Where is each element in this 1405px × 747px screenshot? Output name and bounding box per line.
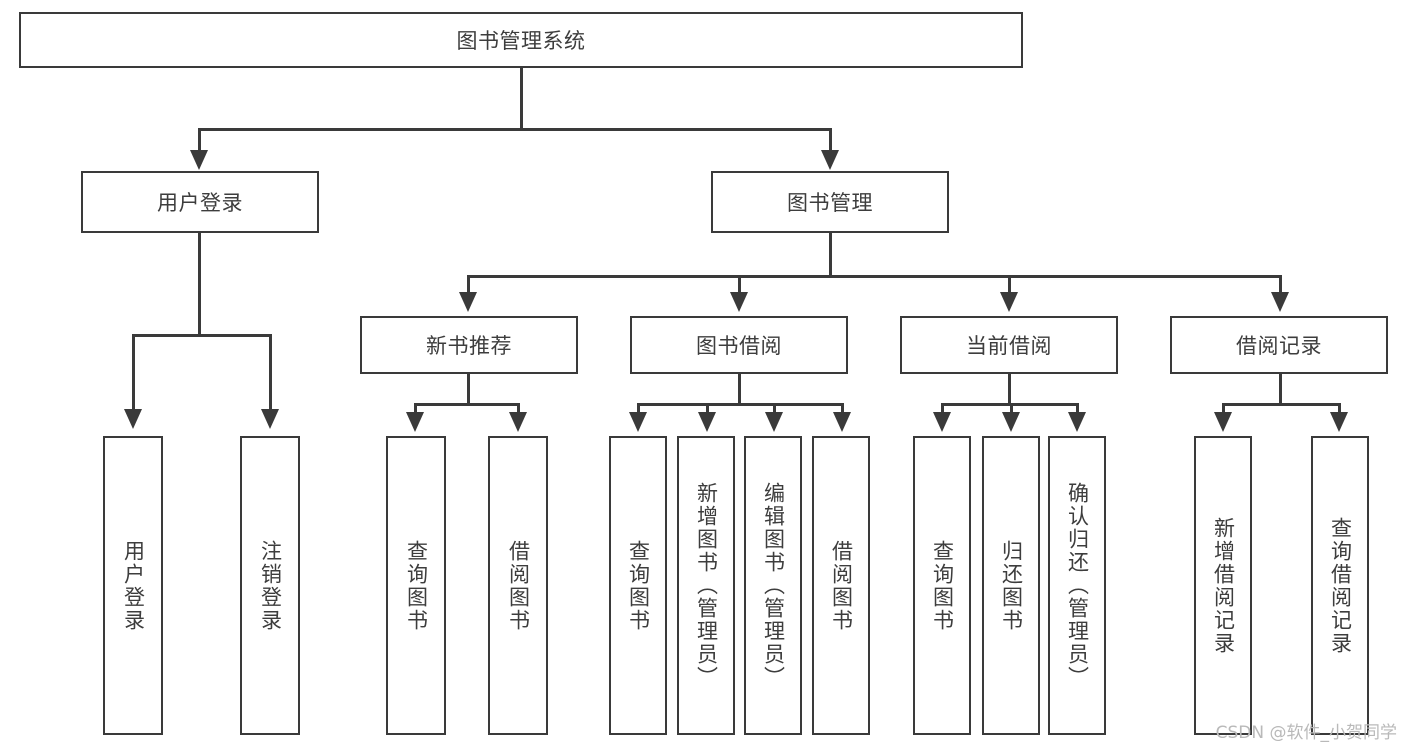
edge-root-bar bbox=[198, 128, 832, 131]
edge-bookmgmt-drop-2 bbox=[738, 275, 741, 296]
arrow-root-to-bookmgmt bbox=[821, 150, 839, 170]
node-label: 编辑图书（管理员） bbox=[761, 482, 786, 689]
arrow-borrowrecord-to-leaf-1 bbox=[1214, 412, 1232, 432]
node-leaf-logout[interactable]: 注销登录 bbox=[240, 436, 300, 735]
edge-bookborrow-bar bbox=[637, 403, 844, 406]
node-leaf-add-book[interactable]: 新增图书（管理员） bbox=[677, 436, 735, 735]
arrow-currentborrow-to-leaf-1 bbox=[933, 412, 951, 432]
edge-currentborrow-stem bbox=[1008, 374, 1011, 406]
arrow-root-to-userlogin bbox=[190, 150, 208, 170]
node-leaf-query-book-1[interactable]: 查询图书 bbox=[386, 436, 446, 735]
edge-bookborrow-drop-2 bbox=[706, 403, 709, 416]
node-leaf-query-book-3[interactable]: 查询图书 bbox=[913, 436, 971, 735]
node-leaf-return-book[interactable]: 归还图书 bbox=[982, 436, 1040, 735]
edge-borrowrecord-drop-1 bbox=[1222, 403, 1225, 416]
edge-borrowrecord-bar bbox=[1222, 403, 1340, 406]
node-label: 图书管理系统 bbox=[456, 29, 586, 53]
node-leaf-add-record[interactable]: 新增借阅记录 bbox=[1194, 436, 1252, 735]
node-label: 用户登录 bbox=[121, 539, 146, 632]
edge-root-to-bookmgmt bbox=[829, 128, 832, 153]
node-root-system[interactable]: 图书管理系统 bbox=[19, 12, 1023, 68]
node-leaf-confirm-return[interactable]: 确认归还（管理员） bbox=[1048, 436, 1106, 735]
edge-currentborrow-drop-1 bbox=[941, 403, 944, 416]
node-label: 查询借阅记录 bbox=[1328, 516, 1353, 655]
edge-newbook-stem bbox=[467, 374, 470, 406]
arrow-bookborrow-to-leaf-3 bbox=[765, 412, 783, 432]
edge-userlogin-drop-2 bbox=[269, 334, 272, 412]
node-label: 查询图书 bbox=[404, 539, 429, 632]
node-label: 新增图书（管理员） bbox=[694, 482, 719, 689]
arrow-bookborrow-to-leaf-4 bbox=[833, 412, 851, 432]
node-label: 查询图书 bbox=[626, 539, 651, 632]
arrow-bookmgmt-to-bookborrow bbox=[730, 292, 748, 312]
node-user-login[interactable]: 用户登录 bbox=[81, 171, 319, 233]
edge-bookborrow-drop-3 bbox=[773, 403, 776, 416]
edge-newbook-drop-1 bbox=[414, 403, 417, 416]
arrow-bookmgmt-to-borrowrecord bbox=[1271, 292, 1289, 312]
node-label: 图书管理 bbox=[787, 191, 873, 215]
node-label: 借阅记录 bbox=[1236, 334, 1322, 358]
node-leaf-query-book-2[interactable]: 查询图书 bbox=[609, 436, 667, 735]
edge-bookborrow-drop-4 bbox=[841, 403, 844, 416]
node-label: 归还图书 bbox=[999, 539, 1024, 632]
node-label: 当前借阅 bbox=[966, 334, 1052, 358]
edge-bookborrow-stem bbox=[738, 374, 741, 406]
node-label: 注销登录 bbox=[258, 539, 283, 632]
edge-newbook-bar bbox=[414, 403, 520, 406]
edge-currentborrow-drop-2 bbox=[1010, 403, 1013, 416]
node-current-borrow[interactable]: 当前借阅 bbox=[900, 316, 1118, 374]
edge-userlogin-bar bbox=[132, 334, 272, 337]
edge-userlogin-stem bbox=[198, 233, 201, 337]
node-book-borrow[interactable]: 图书借阅 bbox=[630, 316, 848, 374]
edge-newbook-drop-2 bbox=[517, 403, 520, 416]
node-label: 借阅图书 bbox=[829, 539, 854, 632]
edge-borrowrecord-drop-2 bbox=[1338, 403, 1341, 416]
arrow-currentborrow-to-leaf-3 bbox=[1068, 412, 1086, 432]
edge-bookmgmt-stem bbox=[829, 233, 832, 278]
node-label: 确认归还（管理员） bbox=[1065, 482, 1090, 689]
csdn-watermark: CSDN @软件_小贺同学 bbox=[1215, 723, 1397, 743]
node-book-management[interactable]: 图书管理 bbox=[711, 171, 949, 233]
node-label: 查询图书 bbox=[930, 539, 955, 632]
node-label: 新增借阅记录 bbox=[1211, 516, 1236, 655]
edge-bookmgmt-drop-1 bbox=[467, 275, 470, 296]
node-new-book-recommend[interactable]: 新书推荐 bbox=[360, 316, 578, 374]
edge-root-stem bbox=[520, 68, 523, 130]
arrow-userlogin-to-leaf-2 bbox=[261, 409, 279, 429]
node-label: 图书借阅 bbox=[696, 334, 782, 358]
arrow-currentborrow-to-leaf-2 bbox=[1002, 412, 1020, 432]
arrow-bookmgmt-to-newbook bbox=[459, 292, 477, 312]
arrow-userlogin-to-leaf-1 bbox=[124, 409, 142, 429]
arrow-bookborrow-to-leaf-1 bbox=[629, 412, 647, 432]
arrow-bookborrow-to-leaf-2 bbox=[698, 412, 716, 432]
edge-borrowrecord-stem bbox=[1279, 374, 1282, 406]
node-label: 借阅图书 bbox=[506, 539, 531, 632]
edge-userlogin-drop-1 bbox=[132, 334, 135, 412]
arrow-bookmgmt-to-currentborrow bbox=[1000, 292, 1018, 312]
node-leaf-edit-book[interactable]: 编辑图书（管理员） bbox=[744, 436, 802, 735]
edge-bookborrow-drop-1 bbox=[637, 403, 640, 416]
node-borrow-record[interactable]: 借阅记录 bbox=[1170, 316, 1388, 374]
arrow-borrowrecord-to-leaf-2 bbox=[1330, 412, 1348, 432]
node-label: 用户登录 bbox=[157, 191, 243, 215]
edge-bookmgmt-drop-3 bbox=[1008, 275, 1011, 296]
node-leaf-borrow-book-1[interactable]: 借阅图书 bbox=[488, 436, 548, 735]
edge-bookmgmt-drop-4 bbox=[1279, 275, 1282, 296]
arrow-newbook-to-leaf-1 bbox=[406, 412, 424, 432]
node-leaf-borrow-book-2[interactable]: 借阅图书 bbox=[812, 436, 870, 735]
edge-currentborrow-drop-3 bbox=[1076, 403, 1079, 416]
node-leaf-user-login[interactable]: 用户登录 bbox=[103, 436, 163, 735]
edge-root-to-userlogin bbox=[198, 128, 201, 153]
node-label: 新书推荐 bbox=[426, 334, 512, 358]
node-leaf-query-record[interactable]: 查询借阅记录 bbox=[1311, 436, 1369, 735]
edge-bookmgmt-bar bbox=[467, 275, 1282, 278]
arrow-newbook-to-leaf-2 bbox=[509, 412, 527, 432]
